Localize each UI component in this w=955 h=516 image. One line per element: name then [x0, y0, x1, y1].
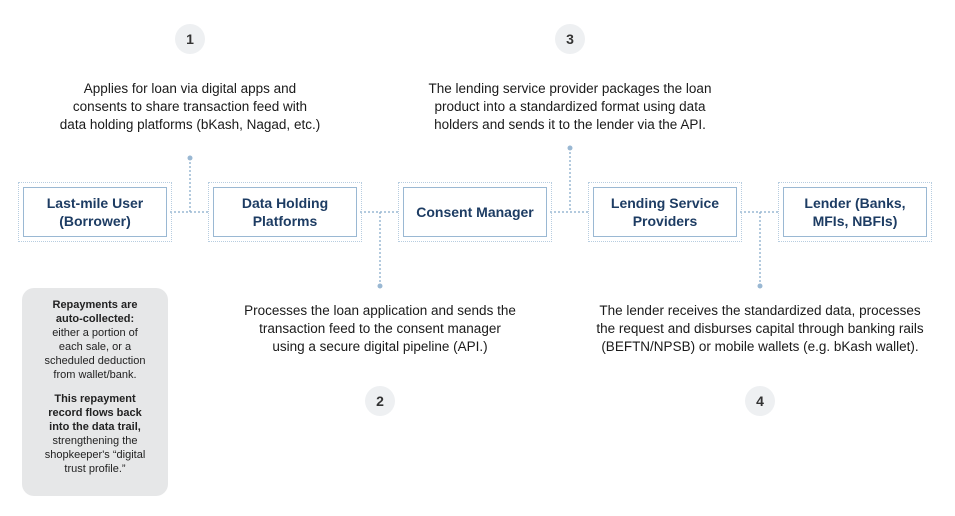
- repayment-note-paragraph-2: This repayment record flows back into th…: [30, 392, 160, 476]
- step-3-description: The lending service provider packages th…: [400, 80, 740, 134]
- step-4-badge: 4: [745, 386, 775, 416]
- step-1-description: Applies for loan via digital apps and co…: [30, 80, 350, 134]
- leader-dot-2: [377, 283, 383, 289]
- node-data-holding-line-2: Platforms: [252, 213, 318, 229]
- node-lsp-line-2: Providers: [632, 213, 698, 229]
- node-lender-line-1: Lender (Banks,: [804, 195, 906, 211]
- node-lsp-line-1: Lending Service: [610, 195, 720, 211]
- leader-dot-4: [757, 283, 763, 289]
- step-3-line-1: The lending service provider packages th…: [428, 81, 712, 96]
- step-3-badge: 3: [555, 24, 585, 54]
- step-4-line-1: The lender receives the standardized dat…: [599, 303, 921, 318]
- note-p2-line-1: strengthening the: [52, 435, 138, 447]
- step-1-badge: 1: [175, 24, 205, 54]
- node-lending-service-providers: Lending Service Providers: [588, 182, 742, 242]
- note-p1-line-4: from wallet/bank.: [53, 369, 137, 381]
- note-p2-bold-3: into the data trail,: [49, 421, 141, 433]
- step-1-line-3: data holding platforms (bKash, Nagad, et…: [59, 117, 321, 132]
- note-p1-bold-1: Repayments are: [52, 299, 138, 311]
- leader-dot-3: [567, 145, 573, 151]
- note-p1-line-3: scheduled deduction: [44, 355, 146, 367]
- note-p1-line-2: each sale, or a: [58, 341, 132, 353]
- step-4-line-3: (BEFTN/NPSB) or mobile wallets (e.g. bKa…: [601, 339, 919, 354]
- node-lender-line-2: MFIs, NBFIs): [812, 213, 898, 229]
- step-2-description: Processes the loan application and sends…: [210, 302, 550, 356]
- step-1-line-2: consents to share transaction feed with: [72, 99, 308, 114]
- step-2-line-1: Processes the loan application and sends…: [244, 303, 516, 318]
- note-p1-line-1: either a portion of: [52, 327, 138, 339]
- note-p2-bold-1: This repayment: [54, 393, 136, 405]
- node-lender: Lender (Banks, MFIs, NBFIs): [778, 182, 932, 242]
- step-1-line-1: Applies for loan via digital apps and: [83, 81, 297, 96]
- node-last-mile-user-line-2: (Borrower): [59, 213, 131, 229]
- step-4-description: The lender receives the standardized dat…: [565, 302, 955, 356]
- node-data-holding-line-1: Data Holding: [241, 195, 329, 211]
- note-p2-line-3: trust profile.”: [64, 463, 126, 475]
- step-3-line-2: product into a standardized format using…: [434, 99, 706, 114]
- step-4-line-2: the request and disburses capital throug…: [596, 321, 924, 336]
- note-p2-line-2: shopkeeper's “digital: [44, 449, 146, 461]
- step-2-line-3: using a secure digital pipeline (API.): [272, 339, 488, 354]
- repayment-note-paragraph-1: Repayments are auto-collected: either a …: [30, 298, 160, 382]
- node-last-mile-user: Last-mile User (Borrower): [18, 182, 172, 242]
- leader-dot-1: [187, 155, 193, 161]
- node-consent-manager: Consent Manager: [398, 182, 552, 242]
- node-consent-manager-label: Consent Manager: [416, 204, 534, 220]
- node-last-mile-user-line-1: Last-mile User: [46, 195, 144, 211]
- step-2-badge: 2: [365, 386, 395, 416]
- repayment-note: Repayments are auto-collected: either a …: [22, 288, 168, 496]
- note-p1-bold-2: auto-collected:: [55, 313, 135, 325]
- step-3-line-3: holders and sends it to the lender via t…: [434, 117, 706, 132]
- node-data-holding-platforms: Data Holding Platforms: [208, 182, 362, 242]
- step-2-line-2: transaction feed to the consent manager: [259, 321, 501, 336]
- note-p2-bold-2: record flows back: [48, 407, 142, 419]
